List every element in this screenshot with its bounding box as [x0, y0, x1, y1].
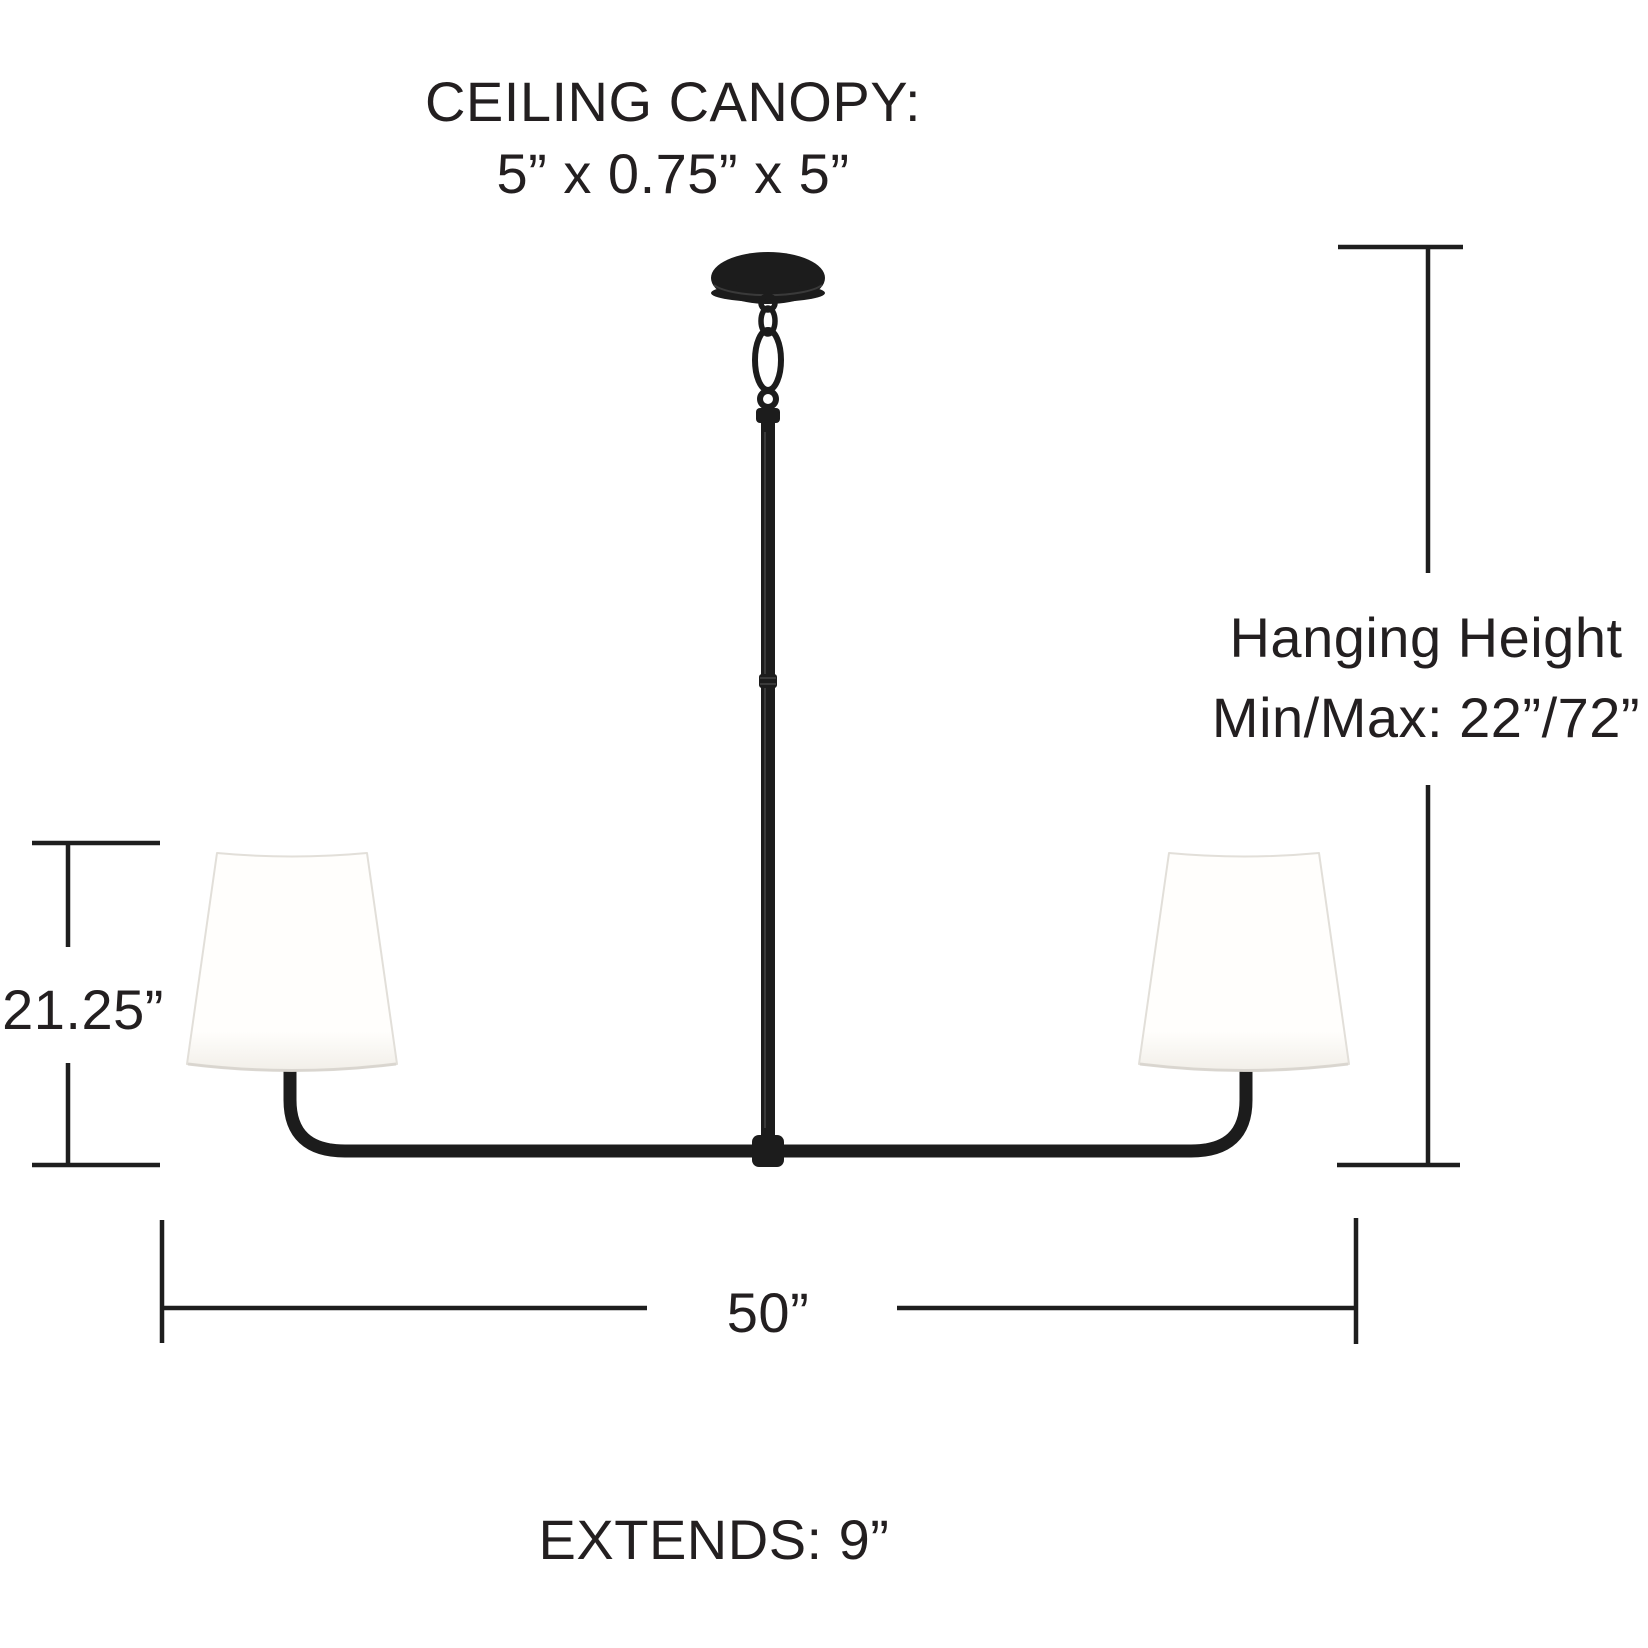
hanging-height-label-line2: Min/Max: 22”/72” — [1211, 686, 1641, 749]
chain-link-small — [758, 305, 778, 337]
center-junction — [752, 1135, 784, 1167]
left-shade-bottom-shadow — [187, 1062, 397, 1072]
right-shade-bottom-shadow — [1139, 1062, 1349, 1072]
hanging-height-label: Hanging Height Min/Max: 22”/72” — [1212, 598, 1640, 758]
canopy-size-label: CEILING CANOPY: 5” x 0.75” x 5” — [425, 66, 921, 210]
canopy-size-label-line1: CEILING CANOPY: — [424, 70, 922, 133]
chandelier-fixture — [283, 252, 1253, 1167]
shade-height-dimension-line — [32, 840, 160, 1168]
shade-height-value: 21.25” — [2, 978, 164, 1041]
hanging-height-dimension-line — [1337, 244, 1463, 1168]
canopy-size-label-line2: 5” x 0.75” x 5” — [496, 142, 850, 205]
extends-label: EXTENDS: 9” — [538, 1508, 890, 1571]
right-shade — [1138, 852, 1350, 1072]
dimension-lines — [32, 244, 1463, 1344]
chain-link-large — [752, 327, 784, 393]
fixture-width-dimension-line — [159, 1218, 1359, 1344]
chain-ring-bottom — [757, 388, 779, 410]
lamp-shades — [186, 852, 1350, 1072]
hanging-height-label-line1: Hanging Height — [1229, 606, 1623, 669]
downrod-coupling — [759, 674, 777, 688]
left-shade — [186, 852, 398, 1072]
downrod — [761, 418, 775, 1140]
fixture-width-value: 50” — [726, 1281, 810, 1344]
ceiling-canopy-rim — [711, 284, 825, 302]
